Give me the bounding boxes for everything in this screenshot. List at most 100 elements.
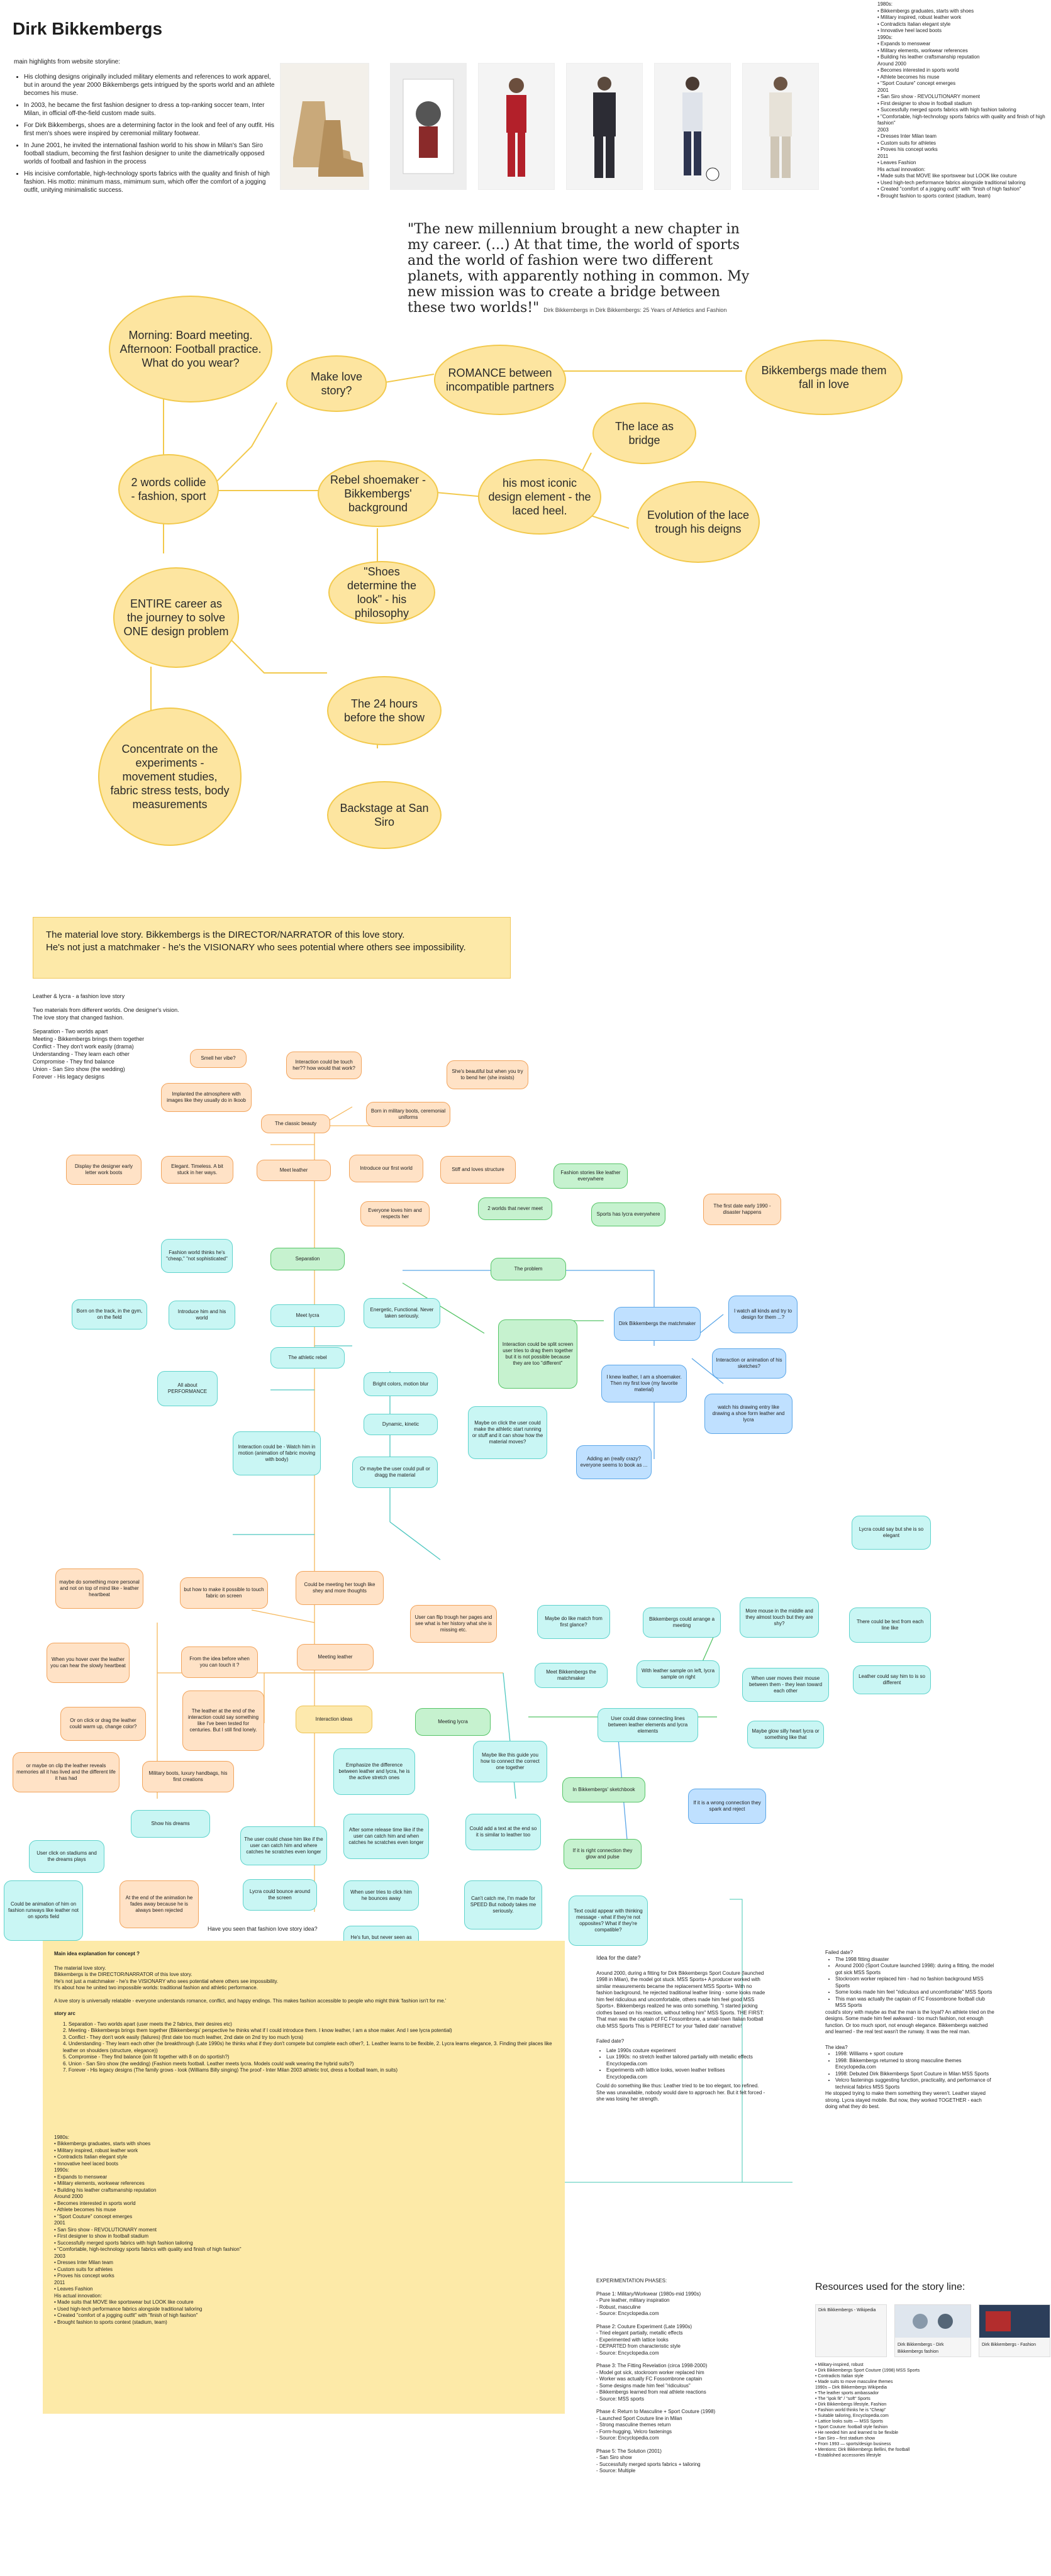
node-beautiful[interactable]: She's beautiful but when you try to bend… [447, 1060, 528, 1089]
node-adding[interactable]: Adding an (really crazy? everyone seems … [576, 1445, 652, 1479]
node-after-some[interactable]: After some release time like if the user… [343, 1814, 429, 1859]
phase-line: - Form-hugging, Velcro fastenings [596, 2428, 672, 2434]
node-text-could[interactable]: Text could appear with thinking message … [569, 1896, 648, 1946]
node-everyone[interactable]: Everyone loves him and respects her [360, 1201, 430, 1226]
node-interaction-could[interactable]: Interaction could be split screen user t… [498, 1319, 577, 1389]
node-smell[interactable]: Smell her vibe? [190, 1049, 247, 1068]
bubble-romance[interactable]: ROMANCE between incompatible partners [434, 345, 566, 415]
node-sports-lycra[interactable]: Sports has lycra everywhere [591, 1202, 665, 1226]
bubble-entire-career[interactable]: ENTIRE career as the journey to solve ON… [113, 567, 239, 668]
resource-card[interactable]: Dirk Bikkembergs - Dirk Bikkembergs fash… [894, 2304, 971, 2357]
node-meeting-lycra[interactable]: Meeting lycra [415, 1708, 491, 1736]
node-the-problem[interactable]: The problem [491, 1258, 566, 1280]
node-stiff[interactable]: Stiff and loves structure [440, 1156, 516, 1184]
node-introduce-leather[interactable]: Introduce our first world [349, 1155, 423, 1182]
node-classic[interactable]: The classic beauty [261, 1114, 330, 1133]
node-meeting-leather[interactable]: Meeting leather [297, 1644, 374, 1670]
node-meet-matchmaker[interactable]: Meet Bikkembergs the matchmaker [535, 1663, 608, 1688]
node-user-click[interactable]: User click on stadiums and the dreams pl… [29, 1840, 104, 1873]
node-athletic[interactable]: The athletic rebel [270, 1347, 345, 1368]
node-lycra-bounce[interactable]: Lycra could bounce around the screen [243, 1879, 317, 1911]
node-maybe-click[interactable]: Maybe on click the user could make the a… [468, 1406, 547, 1459]
node-interaction-touch[interactable]: Interaction could be touch her?? how wou… [286, 1052, 362, 1079]
node-cant-catch[interactable]: Can't catch me, I'm made for SPEED But n… [464, 1880, 542, 1929]
node-from-idea[interactable]: From the idea before when you can touch … [181, 1646, 258, 1678]
node-separation[interactable]: Separation [270, 1248, 345, 1270]
node-when-hover[interactable]: When you hover over the leather you can … [47, 1643, 130, 1683]
node-watch-drawing[interactable]: watch his drawing entry like drawing a s… [704, 1394, 792, 1434]
phase-line: - DEPARTED from characteristic style [596, 2343, 681, 2349]
node-when-user-moves[interactable]: When user moves their mouse between them… [742, 1668, 829, 1702]
node-user-could-draw[interactable]: User could draw connecting lines between… [598, 1708, 698, 1742]
node-meet-lycra[interactable]: Meet lycra [270, 1304, 345, 1327]
resource-card[interactable]: Dirk Bikkembergs - Wikipedia [815, 2304, 887, 2357]
node-but-how[interactable]: but how to make it possible to touch fab… [180, 1577, 268, 1609]
node-interaction-ideas[interactable]: Interaction ideas [296, 1706, 372, 1733]
node-when-user-tries[interactable]: When user tries to click him he bounces … [343, 1880, 419, 1911]
bubble-shoes-determine[interactable]: "Shoes determine the look" - his philoso… [328, 561, 435, 624]
node-there-could[interactable]: There could be text from each line like [849, 1607, 931, 1643]
node-maybe-glow[interactable]: Maybe glow silly heart lycra or somethin… [747, 1721, 824, 1748]
node-emphasize[interactable]: Emphasize the difference between leather… [333, 1748, 415, 1795]
node-implanted[interactable]: Implanted the atmosphere with images lik… [161, 1083, 252, 1112]
node-born[interactable]: Born in military boots, ceremonial unifo… [366, 1102, 450, 1127]
node-at-end[interactable]: At the end of the animation he fades awa… [120, 1880, 199, 1928]
node-elegant[interactable]: Elegant. Timeless. A bit stuck in her wa… [161, 1156, 233, 1184]
node-in-workbook[interactable]: In Bikkembergs' sketchbook [562, 1777, 645, 1802]
node-if-it-right[interactable]: If it is right connection they glow and … [564, 1839, 642, 1869]
node-leather-says[interactable]: Leather could say him to is so different [853, 1665, 931, 1694]
node-bikkembergs-arrange[interactable]: Bikkembergs could arrange a meeting [643, 1607, 721, 1638]
node-the-leather-end[interactable]: The leather at the end of the interactio… [182, 1690, 264, 1751]
model-photo-dark [566, 63, 643, 190]
node-more-mouse[interactable]: More mouse in the middle and they almost… [740, 1597, 819, 1638]
node-two-worlds[interactable]: 2 worlds that never meet [478, 1197, 552, 1220]
node-dynamic[interactable]: Dynamic, kinetic [364, 1414, 438, 1435]
node-maybe-match[interactable]: Maybe do like match from first glance? [537, 1605, 610, 1639]
bubble-fall-in-love[interactable]: Bikkembergs made them fall in love [745, 340, 903, 415]
node-something[interactable]: maybe do something more personal and not… [55, 1568, 143, 1609]
node-could-animation[interactable]: Could be animation of him on fashion run… [4, 1880, 83, 1941]
node-fashion-world[interactable]: Fashion world thinks he's "cheap," "not … [161, 1239, 233, 1273]
right-notes-idea-item: 1998: Bikkembergs returned to strong mas… [835, 2058, 995, 2071]
node-could-be-touch[interactable]: Could be meeting her tough like shey and… [296, 1571, 384, 1605]
bubble-24-hours[interactable]: The 24 hours before the show [327, 676, 442, 745]
node-watch-kind[interactable]: I watch all kinds and try to design for … [728, 1296, 798, 1333]
node-fashion-stories[interactable]: Fashion stories like leather everywhere [553, 1163, 628, 1189]
node-drag[interactable]: Or maybe the user could pull or dragg th… [352, 1457, 438, 1488]
bubble-morning[interactable]: Morning: Board meeting. Afternoon: Footb… [109, 296, 272, 402]
bubble-lace-bridge[interactable]: The lace as bridge [592, 402, 696, 464]
bubble-love-story[interactable]: Make love story? [286, 355, 387, 412]
node-military-boots[interactable]: Military boots, luxury handbags, his fir… [142, 1761, 234, 1792]
node-maybe-like[interactable]: Maybe like this guide you how to connect… [473, 1741, 547, 1782]
node-user-flip[interactable]: User can flip trough her pages and see w… [410, 1605, 497, 1643]
note-line: • Military inspired, robust leather work [54, 2147, 138, 2153]
bubble-shoemaker[interactable]: Rebel shoemaker - Bikkembergs' backgroun… [318, 460, 438, 527]
node-maybe-on-hover[interactable]: or maybe on clip the leather reveals mem… [13, 1752, 120, 1792]
node-could-add[interactable]: Could add a text at the end so it is sim… [465, 1814, 541, 1850]
node-all-about[interactable]: All about PERFORMANCE [157, 1371, 218, 1406]
bubble-evolution[interactable]: Evolution of the lace trough his deigns [637, 481, 760, 563]
note-line: • Dresses Inter Milan team [877, 133, 937, 139]
node-display[interactable]: Display the designer early letter work b… [66, 1155, 142, 1185]
node-meet-leather[interactable]: Meet leather [257, 1160, 331, 1181]
node-interaction-animation[interactable]: Interaction or animation of his sketches… [712, 1348, 786, 1379]
node-shoemaker-knew[interactable]: I knew leather, I am a shoemaker. Then m… [601, 1365, 687, 1402]
node-with-leather[interactable]: With leather sample on left, lycra sampl… [637, 1660, 720, 1688]
node-show-dreams[interactable]: Show his dreams [131, 1810, 210, 1838]
bubble-collide[interactable]: 2 words collide - fashion, sport [118, 454, 219, 525]
node-born-track[interactable]: Born on the track, in the gym, on the fi… [72, 1299, 147, 1330]
node-user-could-chase[interactable]: The user could chase him like if the use… [240, 1826, 327, 1865]
node-bright[interactable]: Bright colors, motion blur [364, 1372, 438, 1396]
node-energetic[interactable]: Energetic, Functional. Never taken serio… [364, 1298, 440, 1328]
resource-card[interactable]: Dirk Bikkembergs - Fashion [979, 2304, 1050, 2357]
node-dirk-matchmaker[interactable]: Dirk Bikkembergs the matchmaker [614, 1307, 701, 1341]
node-first-date[interactable]: The first date early 1990 - disaster hap… [703, 1194, 781, 1225]
node-introduce-lycra[interactable]: Introduce him and his world [169, 1301, 235, 1330]
bubble-iconic[interactable]: his most iconic design element - the lac… [478, 459, 601, 535]
node-or-click[interactable]: Or on click or drag the leather could wa… [60, 1707, 146, 1741]
bubble-backstage[interactable]: Backstage at San Siro [327, 781, 442, 849]
node-if-it-is[interactable]: If it is a wrong connection they spark a… [688, 1789, 766, 1824]
bubble-concentrate[interactable]: Concentrate on the experiments - movemen… [98, 708, 242, 846]
node-lycra-silk[interactable]: Lycra could say but she is so elegant [852, 1516, 931, 1550]
node-interaction-hint[interactable]: Interaction could be - Watch him in moti… [233, 1431, 321, 1475]
